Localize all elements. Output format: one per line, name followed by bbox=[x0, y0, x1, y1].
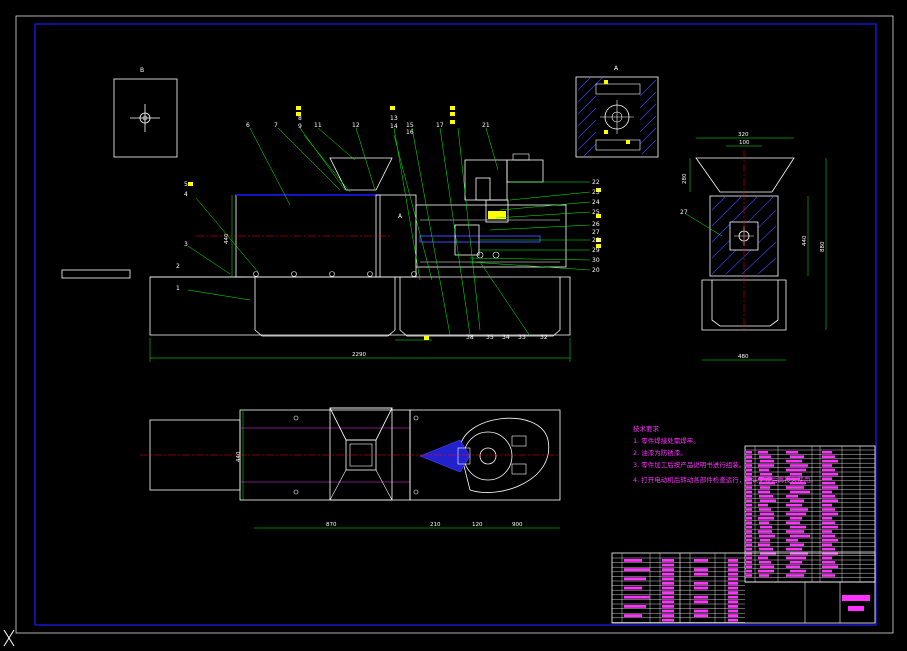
svg-text:33: 33 bbox=[518, 334, 526, 341]
sheet-outer-border bbox=[15, 15, 894, 634]
svg-text:15: 15 bbox=[406, 122, 414, 129]
plan-view: 870 210 120 900 440 bbox=[140, 407, 561, 529]
detail-a-label: A bbox=[614, 65, 619, 72]
plan-dim-4: 900 bbox=[512, 522, 523, 528]
svg-text:30: 30 bbox=[592, 257, 600, 264]
svg-text:20: 20 bbox=[592, 267, 600, 274]
svg-text:34: 34 bbox=[502, 334, 510, 341]
svg-text:5: 5 bbox=[184, 181, 188, 188]
side-height-b-dim: 880 bbox=[820, 241, 826, 252]
svg-text:35: 35 bbox=[486, 334, 494, 341]
svg-text:32: 32 bbox=[540, 334, 548, 341]
svg-text:7: 7 bbox=[274, 122, 278, 129]
plan-dim-2: 210 bbox=[430, 522, 441, 528]
part-leaders bbox=[187, 127, 591, 337]
notes-line-3: 3. 零件加工后按产品说明书进行组装。 bbox=[633, 460, 745, 469]
side-part-label: 27 bbox=[680, 209, 688, 216]
part-labels-bottom: 38 35 34 33 32 bbox=[466, 334, 548, 341]
section-marker-a: A bbox=[398, 213, 403, 220]
svg-text:4: 4 bbox=[184, 191, 188, 198]
notes-line-4: 4. 打开电动机后转动各部件检查运行，确认无误后再投入使用。 bbox=[633, 475, 817, 484]
svg-text:8: 8 bbox=[298, 115, 302, 122]
notes-line-2: 2. 油漆为防锈漆。 bbox=[633, 448, 687, 457]
svg-text:11: 11 bbox=[314, 122, 322, 129]
detail-b-label: B bbox=[140, 67, 144, 74]
front-length-dim: 2290 bbox=[352, 352, 366, 358]
drawing-frame bbox=[34, 23, 877, 626]
svg-text:26: 26 bbox=[592, 221, 600, 228]
side-hopper-height-dim: 280 bbox=[682, 173, 688, 184]
side-height-a-dim: 440 bbox=[802, 235, 808, 246]
svg-text:1: 1 bbox=[176, 285, 180, 292]
svg-text:23: 23 bbox=[592, 189, 600, 196]
part-labels-right: 22 23 24 25 26 27 28 29 30 20 bbox=[592, 179, 600, 274]
plan-dim-1: 870 bbox=[326, 522, 337, 528]
side-top-width-dim: 320 bbox=[738, 132, 749, 138]
notes-line-1: 1. 零件焊接处需焊牢。 bbox=[633, 436, 700, 445]
side-view: 320 100 280 440 880 480 27 bbox=[680, 132, 827, 361]
svg-text:12: 12 bbox=[352, 122, 360, 129]
svg-text:2: 2 bbox=[176, 263, 180, 270]
svg-text:24: 24 bbox=[592, 199, 600, 206]
svg-text:6: 6 bbox=[246, 122, 250, 129]
svg-text:17: 17 bbox=[436, 122, 444, 129]
svg-text:27: 27 bbox=[592, 229, 600, 236]
ucs-icon bbox=[3, 629, 15, 647]
svg-text:9: 9 bbox=[298, 123, 302, 130]
plan-width-dim: 440 bbox=[236, 451, 242, 462]
svg-text:22: 22 bbox=[592, 179, 600, 186]
svg-text:13: 13 bbox=[390, 115, 398, 122]
svg-text:29: 29 bbox=[592, 247, 600, 254]
technical-notes: 技术要求 1. 零件焊接处需焊牢。 2. 油漆为防锈漆。 3. 零件加工后按产品… bbox=[633, 424, 817, 484]
svg-text:28: 28 bbox=[592, 237, 600, 244]
side-base-width-dim: 480 bbox=[738, 354, 749, 360]
svg-text:14: 14 bbox=[390, 123, 398, 130]
front-elevation-view: 440 2290 A bbox=[61, 153, 571, 362]
svg-text:25: 25 bbox=[592, 209, 600, 216]
parts-list-table bbox=[744, 445, 876, 583]
svg-text:16: 16 bbox=[406, 129, 414, 136]
title-block bbox=[611, 552, 876, 624]
notes-title: 技术要求 bbox=[633, 424, 660, 433]
part-labels-left: 5 4 3 2 1 bbox=[176, 181, 188, 292]
plan-dim-3: 120 bbox=[472, 522, 483, 528]
side-inner-width-dim: 100 bbox=[739, 140, 750, 146]
svg-text:3: 3 bbox=[184, 241, 188, 248]
part-labels-top: 6 7 8 9 11 12 13 14 15 16 17 21 bbox=[246, 115, 490, 136]
detail-view-a: A bbox=[575, 65, 659, 158]
part-label-markers bbox=[188, 106, 601, 248]
svg-text:21: 21 bbox=[482, 122, 490, 129]
front-height-dim: 440 bbox=[224, 233, 230, 244]
svg-text:38: 38 bbox=[466, 334, 474, 341]
detail-view-b: B bbox=[113, 67, 178, 158]
